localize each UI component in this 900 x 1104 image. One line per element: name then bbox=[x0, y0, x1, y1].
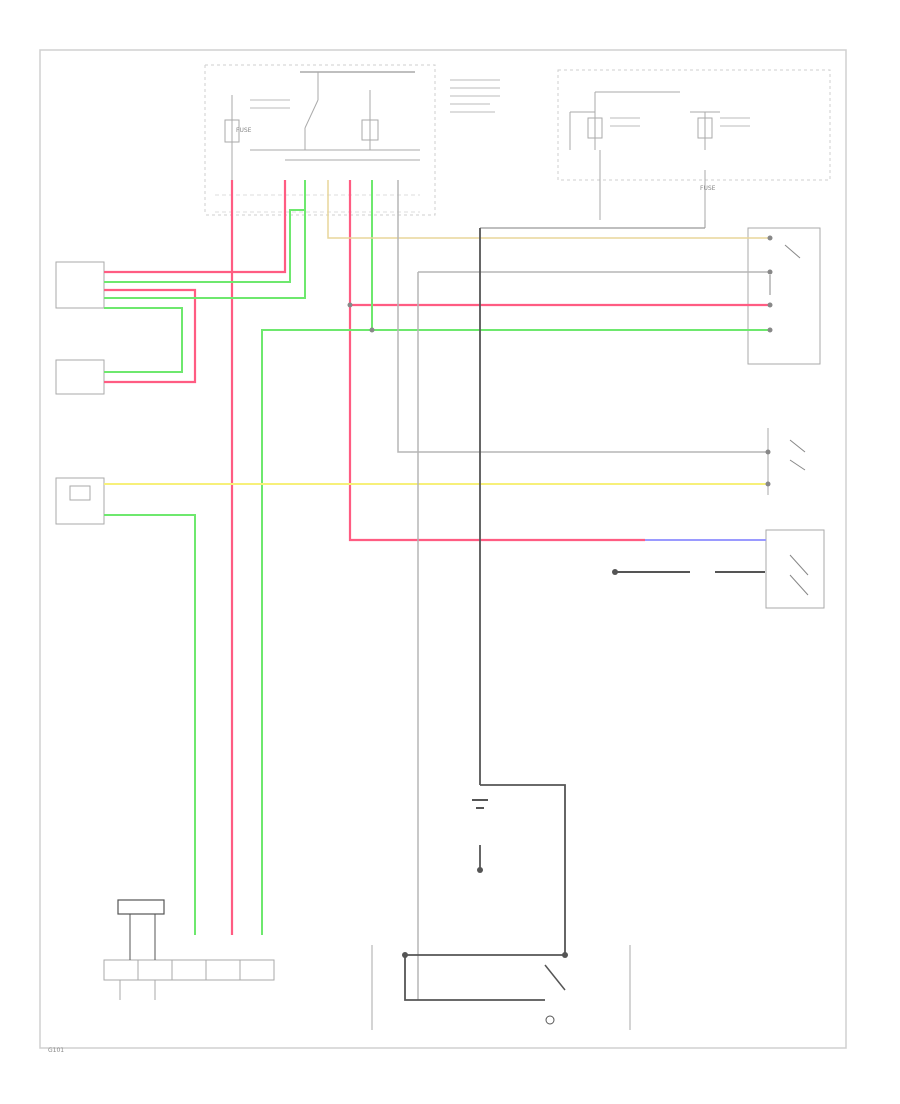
fuse-label-right: FUSE bbox=[700, 185, 716, 192]
left-module-2 bbox=[55, 359, 105, 395]
red-wires bbox=[104, 180, 770, 935]
ignition-switch bbox=[767, 428, 806, 495]
transmission-range-switch bbox=[765, 529, 825, 609]
starter bbox=[371, 945, 631, 1030]
under-hood-fuse-box bbox=[480, 69, 831, 229]
pcm-connector bbox=[103, 899, 275, 1000]
black-wires bbox=[404, 228, 566, 1001]
ground-label: G101 bbox=[48, 1047, 64, 1054]
battery bbox=[472, 799, 488, 873]
green-wires bbox=[104, 180, 770, 935]
diagram-frame bbox=[39, 49, 847, 1049]
tan-wire bbox=[327, 180, 770, 239]
clutch-interlock-switch bbox=[612, 569, 765, 575]
immobilizer-unit bbox=[55, 477, 105, 525]
junction-dots bbox=[347, 235, 773, 487]
gray-wires bbox=[397, 180, 770, 1000]
fuse-label-left: FUSE bbox=[236, 127, 252, 134]
under-dash-fuse-box bbox=[204, 64, 500, 216]
left-module-1 bbox=[55, 261, 105, 309]
starter-cut-relay bbox=[747, 227, 821, 365]
